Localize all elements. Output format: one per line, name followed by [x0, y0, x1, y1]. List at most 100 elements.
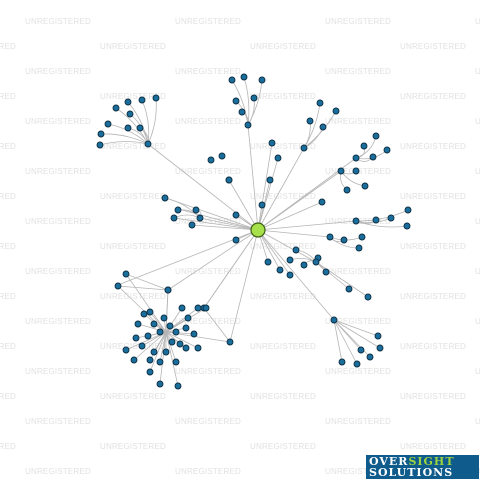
- network-node: [122, 346, 130, 354]
- network-node: [188, 221, 196, 229]
- center-edge: [257, 229, 331, 238]
- network-node: [124, 98, 132, 106]
- center-edge: [257, 170, 342, 231]
- network-node: [404, 206, 412, 214]
- watermark-text: UNREGISTERED: [475, 17, 480, 26]
- network-node: [360, 142, 368, 150]
- network-node: [330, 316, 338, 324]
- edge: [117, 285, 169, 291]
- network-node: [166, 322, 174, 330]
- watermark-text: UNREGISTERED: [250, 342, 316, 351]
- curved-edge: [355, 209, 409, 222]
- edge: [203, 307, 231, 343]
- network-node: [202, 304, 210, 312]
- center-edge: [257, 229, 291, 276]
- curved-edge: [99, 141, 149, 146]
- network-node: [174, 206, 182, 214]
- network-node: [126, 110, 134, 118]
- network-node: [343, 186, 351, 194]
- network-node: [124, 124, 132, 132]
- network-node: [300, 144, 308, 152]
- nodes-layer: [96, 73, 412, 390]
- watermark-text: UNREGISTERED: [25, 17, 91, 26]
- network-node: [240, 73, 248, 81]
- edge: [165, 331, 177, 363]
- network-node: [276, 266, 284, 274]
- network-node: [376, 344, 384, 352]
- center-edge: [147, 143, 259, 231]
- edge: [333, 319, 379, 337]
- network-node: [162, 348, 170, 356]
- watermark-text: UNREGISTERED: [175, 217, 241, 226]
- watermark-text: UNREGISTERED: [475, 267, 480, 276]
- network-node: [150, 320, 158, 328]
- network-node: [130, 356, 138, 364]
- network-node: [136, 124, 144, 132]
- watermark-text: UNREGISTERED: [25, 67, 91, 76]
- network-node: [332, 107, 340, 115]
- network-node: [374, 332, 382, 340]
- watermark-text: UNREGISTERED: [100, 292, 166, 301]
- network-node: [383, 146, 391, 154]
- network-node: [140, 310, 148, 318]
- center-edge: [228, 179, 259, 231]
- center-edge: [257, 220, 357, 231]
- network-node: [218, 152, 226, 160]
- watermark-text: UNREGISTERED: [250, 192, 316, 201]
- network-node: [387, 214, 395, 222]
- network-node: [160, 314, 168, 322]
- network-node: [172, 328, 180, 336]
- network-node: [372, 132, 380, 140]
- network-node: [258, 201, 266, 209]
- watermark-text: UNREGISTERED: [0, 42, 16, 51]
- curved-edge: [355, 220, 408, 228]
- watermark-text: UNREGISTERED: [175, 467, 241, 476]
- network-node: [232, 97, 240, 105]
- network-node: [369, 153, 377, 161]
- curved-edge: [289, 258, 317, 263]
- watermark-text: UNREGISTERED: [250, 92, 316, 101]
- network-node: [352, 154, 360, 162]
- network-node: [146, 368, 154, 376]
- network-node: [176, 340, 184, 348]
- watermark-text: UNREGISTERED: [0, 242, 16, 251]
- edge: [333, 319, 343, 363]
- network-node: [358, 233, 366, 241]
- edge: [149, 311, 167, 333]
- network-node: [268, 139, 276, 147]
- watermark-text: UNREGISTERED: [25, 267, 91, 276]
- watermark-text: UNREGISTERED: [400, 92, 466, 101]
- watermark-text: UNREGISTERED: [25, 417, 91, 426]
- watermark-text: UNREGISTERED: [0, 192, 16, 201]
- watermark-text: UNREGISTERED: [175, 117, 241, 126]
- watermark-text: UNREGISTERED: [0, 92, 16, 101]
- watermark-text: UNREGISTERED: [0, 292, 16, 301]
- watermark-text: UNREGISTERED: [475, 217, 480, 226]
- network-node: [353, 360, 361, 368]
- network-node: [361, 182, 369, 190]
- watermark-text: UNREGISTERED: [0, 342, 16, 351]
- center-edge: [165, 197, 259, 231]
- network-node: [184, 314, 192, 322]
- network-node: [232, 236, 240, 244]
- center-edge: [173, 217, 259, 231]
- watermark-layer: UNREGISTERED UNREGISTERED UNREGISTERED UNRE…: [0, 17, 480, 476]
- edge: [165, 331, 179, 387]
- watermark-text: UNREGISTERED: [475, 117, 480, 126]
- edge: [165, 331, 199, 349]
- logo-word-solutions: SOLUTIONS: [369, 466, 454, 479]
- watermark-text: UNREGISTERED: [475, 67, 480, 76]
- network-node: [96, 141, 104, 149]
- edge: [149, 331, 167, 373]
- network-node: [164, 286, 172, 294]
- watermark-text: UNREGISTERED: [25, 117, 91, 126]
- watermark-text: UNREGISTERED: [250, 42, 316, 51]
- network-node: [112, 104, 120, 112]
- network-node: [286, 271, 294, 279]
- logo-word-sight: SIGHT: [408, 455, 455, 468]
- watermark-text: UNREGISTERED: [250, 442, 316, 451]
- center-edge: [199, 217, 259, 231]
- network-node: [318, 198, 326, 206]
- edge: [159, 331, 167, 385]
